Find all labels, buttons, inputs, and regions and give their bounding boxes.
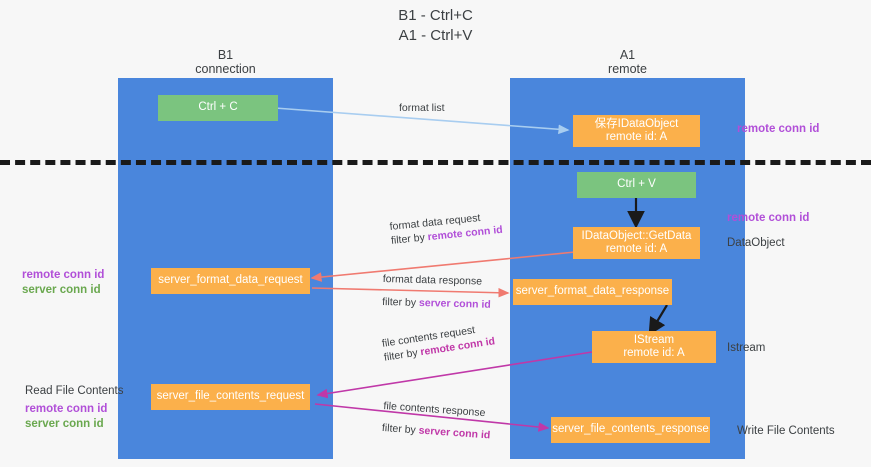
title-line-1: B1 - Ctrl+C (398, 7, 473, 24)
node-ctrl-v[interactable]: Ctrl + V (577, 172, 696, 198)
lane-b1-sub: connection (195, 62, 256, 76)
edge-format-data-request (310, 251, 576, 282)
node-server-format-data-response-label: server_format_data_response (515, 285, 670, 298)
edge-label-file-contents-response: file contents response filter by server … (381, 399, 492, 442)
node-save-idataobject[interactable]: 保存IDataObject remote id: A (573, 115, 700, 147)
lane-a1-sub: remote (608, 62, 647, 76)
filter-prefix-1: filter by (390, 231, 429, 247)
note-remote-conn-id-top: remote conn id (737, 123, 820, 135)
filter-prefix-4: filter by (381, 421, 420, 437)
note-read-file-contents: Read File Contents (25, 385, 124, 397)
node-ctrl-v-label: Ctrl + V (617, 178, 656, 191)
edge-label-format-data-response-line1: format data response (382, 272, 483, 288)
note-istream: Istream (727, 342, 766, 354)
lane-b1-name: B1 (217, 48, 234, 62)
note-remote-conn-id-mid: remote conn id (727, 212, 810, 224)
edge-file-contents-request (316, 351, 593, 399)
title-line-2: A1 - Ctrl+V (398, 27, 473, 44)
page-title: B1 - Ctrl+C A1 - Ctrl+V (0, 6, 871, 46)
node-idataobject-getdata[interactable]: IDataObject::GetData remote id: A (573, 227, 700, 259)
node-save-idataobject-line2: remote id: A (605, 131, 668, 143)
node-server-format-data-request[interactable]: server_format_data_request (151, 268, 310, 294)
node-ctrl-c-label: Ctrl + C (198, 101, 238, 114)
note-write-file-contents: Write File Contents (737, 425, 835, 437)
node-server-format-data-response[interactable]: server_format_data_response (513, 279, 672, 305)
edge-format-list (274, 107, 570, 135)
lane-header-b1: B1 connection (118, 48, 333, 76)
note-left-remote-conn-id-2: remote conn id (25, 403, 108, 415)
note-left-server-conn-id-2: server conn id (25, 418, 104, 430)
node-ctrl-c[interactable]: Ctrl + C (158, 95, 278, 121)
node-save-idataobject-line1: 保存IDataObject (594, 117, 679, 130)
node-getdata-line1: IDataObject::GetData (581, 229, 692, 242)
node-server-file-contents-request[interactable]: server_file_contents_request (151, 384, 310, 410)
edge-label-format-data-response-line2: filter by server conn id (382, 295, 491, 312)
edge-label-format-data-response: format data response filter by server co… (382, 272, 491, 312)
node-getdata-line2: remote id: A (605, 243, 668, 255)
lane-header-a1: A1 remote (510, 48, 745, 76)
node-server-file-contents-response-label: server_file_contents_response (552, 423, 709, 436)
section-divider (0, 160, 871, 165)
edge-format-data-response (311, 287, 510, 298)
node-istream[interactable]: IStream remote id: A (592, 331, 716, 363)
note-left-remote-conn-id: remote conn id (22, 269, 105, 281)
edge-file-contents-response (314, 403, 550, 432)
filter-prefix-2: filter by (382, 295, 420, 309)
node-server-file-contents-request-label: server_file_contents_request (156, 390, 305, 403)
node-istream-line2: remote id: A (623, 347, 685, 359)
note-left-server-conn-id: server conn id (22, 284, 101, 296)
lane-a1-name: A1 (619, 48, 636, 62)
edge-response-to-istream (648, 304, 668, 336)
note-dataobject: DataObject (727, 237, 785, 249)
node-server-file-contents-response[interactable]: server_file_contents_response (551, 417, 710, 443)
edge-label-format-list: format list (399, 102, 445, 114)
filter-key-server-conn-id-1: server conn id (418, 296, 491, 311)
node-server-format-data-request-label: server_format_data_request (158, 274, 303, 287)
node-istream-line1: IStream (633, 333, 675, 346)
